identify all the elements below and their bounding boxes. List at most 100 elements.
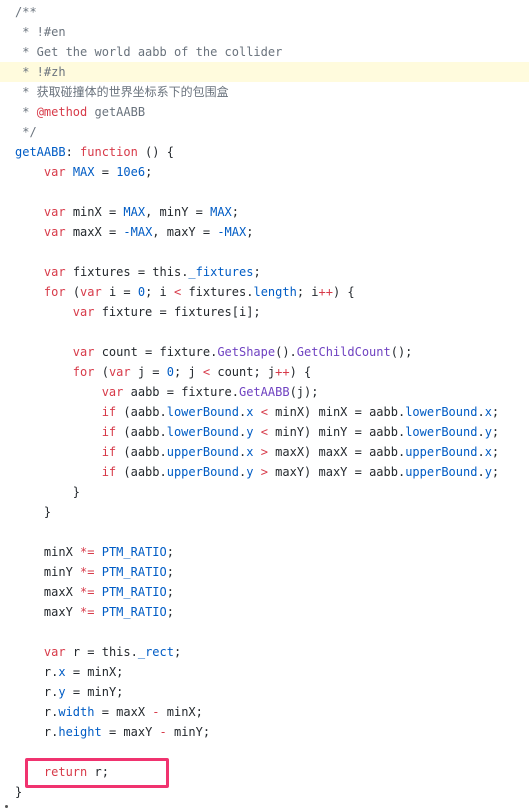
code-line: if (aabb.upperBound.x > maxX) maxX = aab…: [0, 442, 529, 462]
code-token: i =: [101, 285, 138, 299]
code-token: width: [58, 705, 95, 719]
code-line: maxX *= PTM_RATIO;: [0, 582, 529, 602]
code-token: var: [101, 385, 124, 399]
code-token: return: [43, 765, 88, 779]
code-token: minX) minX = aabb.: [267, 405, 406, 419]
code-token: * !#en: [15, 25, 66, 39]
code-token: .: [238, 465, 247, 479]
code-token: fixture = fixtures[i];: [94, 305, 261, 319]
code-token: ;: [246, 225, 254, 239]
code-token: .: [477, 465, 485, 479]
code-token: (aabb.: [116, 405, 167, 419]
code-token: upperBound: [166, 465, 239, 479]
code-token: .: [477, 445, 485, 459]
code-token: y: [58, 685, 66, 699]
code-token: <: [260, 405, 268, 419]
code-token: <: [174, 285, 182, 299]
code-token: * 获取碰撞体的世界坐标系下的包围盒: [15, 85, 229, 99]
code-token: if: [101, 405, 117, 419]
code-token: upperBound: [166, 445, 239, 459]
code-line: if (aabb.upperBound.y > maxY) maxY = aab…: [0, 462, 529, 482]
code-token: ;: [166, 605, 174, 619]
code-line: }: [0, 782, 529, 802]
code-line: if (aabb.lowerBound.x < minX) minX = aab…: [0, 402, 529, 422]
code-token: [15, 465, 102, 479]
code-line: var fixtures = this._fixtures;: [0, 262, 529, 282]
code-token: minX: [15, 545, 81, 559]
code-token: *: [15, 105, 37, 119]
code-line: getAABB: function () {: [0, 142, 529, 162]
code-token: [15, 425, 102, 439]
code-token: height: [58, 725, 102, 739]
code-token: maxX) maxX = aabb.: [267, 445, 406, 459]
code-line: maxY *= PTM_RATIO;: [0, 602, 529, 622]
cursor-dot: [5, 805, 8, 808]
code-line: [0, 742, 529, 762]
code-token: ++: [275, 365, 290, 379]
code-token: GetAABB: [238, 385, 290, 399]
code-token: [94, 585, 101, 599]
code-token: , minY =: [145, 205, 211, 219]
code-line: [0, 182, 529, 202]
code-token: r.: [15, 705, 59, 719]
code-token: [253, 465, 260, 479]
code-token: ;: [231, 205, 240, 219]
code-token: [94, 545, 101, 559]
code-token: -: [159, 725, 167, 739]
code-token: [15, 165, 44, 179]
code-token: [253, 445, 260, 459]
code-line: [0, 322, 529, 342]
code-token: maxX =: [65, 225, 124, 239]
code-token: count; j: [210, 365, 276, 379]
code-token: >: [260, 465, 268, 479]
code-line: r.x = minX;: [0, 662, 529, 682]
code-token: var: [72, 305, 95, 319]
code-token: [15, 365, 73, 379]
code-line: */: [0, 122, 529, 142]
code-token: x: [58, 665, 66, 679]
code-token: ;: [491, 405, 500, 419]
code-token: x: [484, 405, 492, 419]
code-token: PTM_RATIO: [101, 585, 167, 599]
code-token: @method: [36, 105, 88, 119]
code-token: if: [101, 425, 117, 439]
code-token: (j);: [289, 385, 319, 399]
code-token: ) {: [332, 285, 355, 299]
code-token: >: [260, 445, 268, 459]
code-token: (: [65, 285, 81, 299]
code-token: minX;: [159, 705, 203, 719]
code-token: [94, 565, 101, 579]
code-line: }: [0, 502, 529, 522]
code-token: *=: [80, 585, 95, 599]
code-token: maxX: [15, 585, 81, 599]
code-token: [15, 765, 44, 779]
code-token: y: [484, 465, 492, 479]
code-token: ().: [275, 345, 297, 359]
code-token: x: [246, 445, 254, 459]
code-token: () {: [137, 145, 174, 159]
code-token: getAABB: [87, 105, 146, 119]
code-token: 10e6: [116, 165, 146, 179]
code-token: = maxX: [94, 705, 153, 719]
code-line: /**: [0, 2, 529, 22]
code-line: var r = this._rect;: [0, 642, 529, 662]
code-token: upperBound: [405, 465, 478, 479]
code-token: var: [80, 285, 102, 299]
code-token: 0: [137, 285, 146, 299]
code-line: minX *= PTM_RATIO;: [0, 542, 529, 562]
code-token: r.: [15, 685, 59, 699]
code-token: = maxY: [101, 725, 160, 739]
code-line: var fixture = fixtures[i];: [0, 302, 529, 322]
code-token: ;: [166, 545, 174, 559]
code-token: [15, 205, 44, 219]
code-token: ; i: [296, 285, 319, 299]
code-line: minY *= PTM_RATIO;: [0, 562, 529, 582]
code-line: * !#zh: [0, 62, 529, 82]
code-token: _rect: [137, 645, 174, 659]
code-token: minY: [15, 565, 81, 579]
code-token: x: [484, 445, 492, 459]
code-token: aabb = fixture.: [123, 385, 239, 399]
code-token: ;: [166, 585, 174, 599]
code-token: var: [108, 365, 131, 379]
